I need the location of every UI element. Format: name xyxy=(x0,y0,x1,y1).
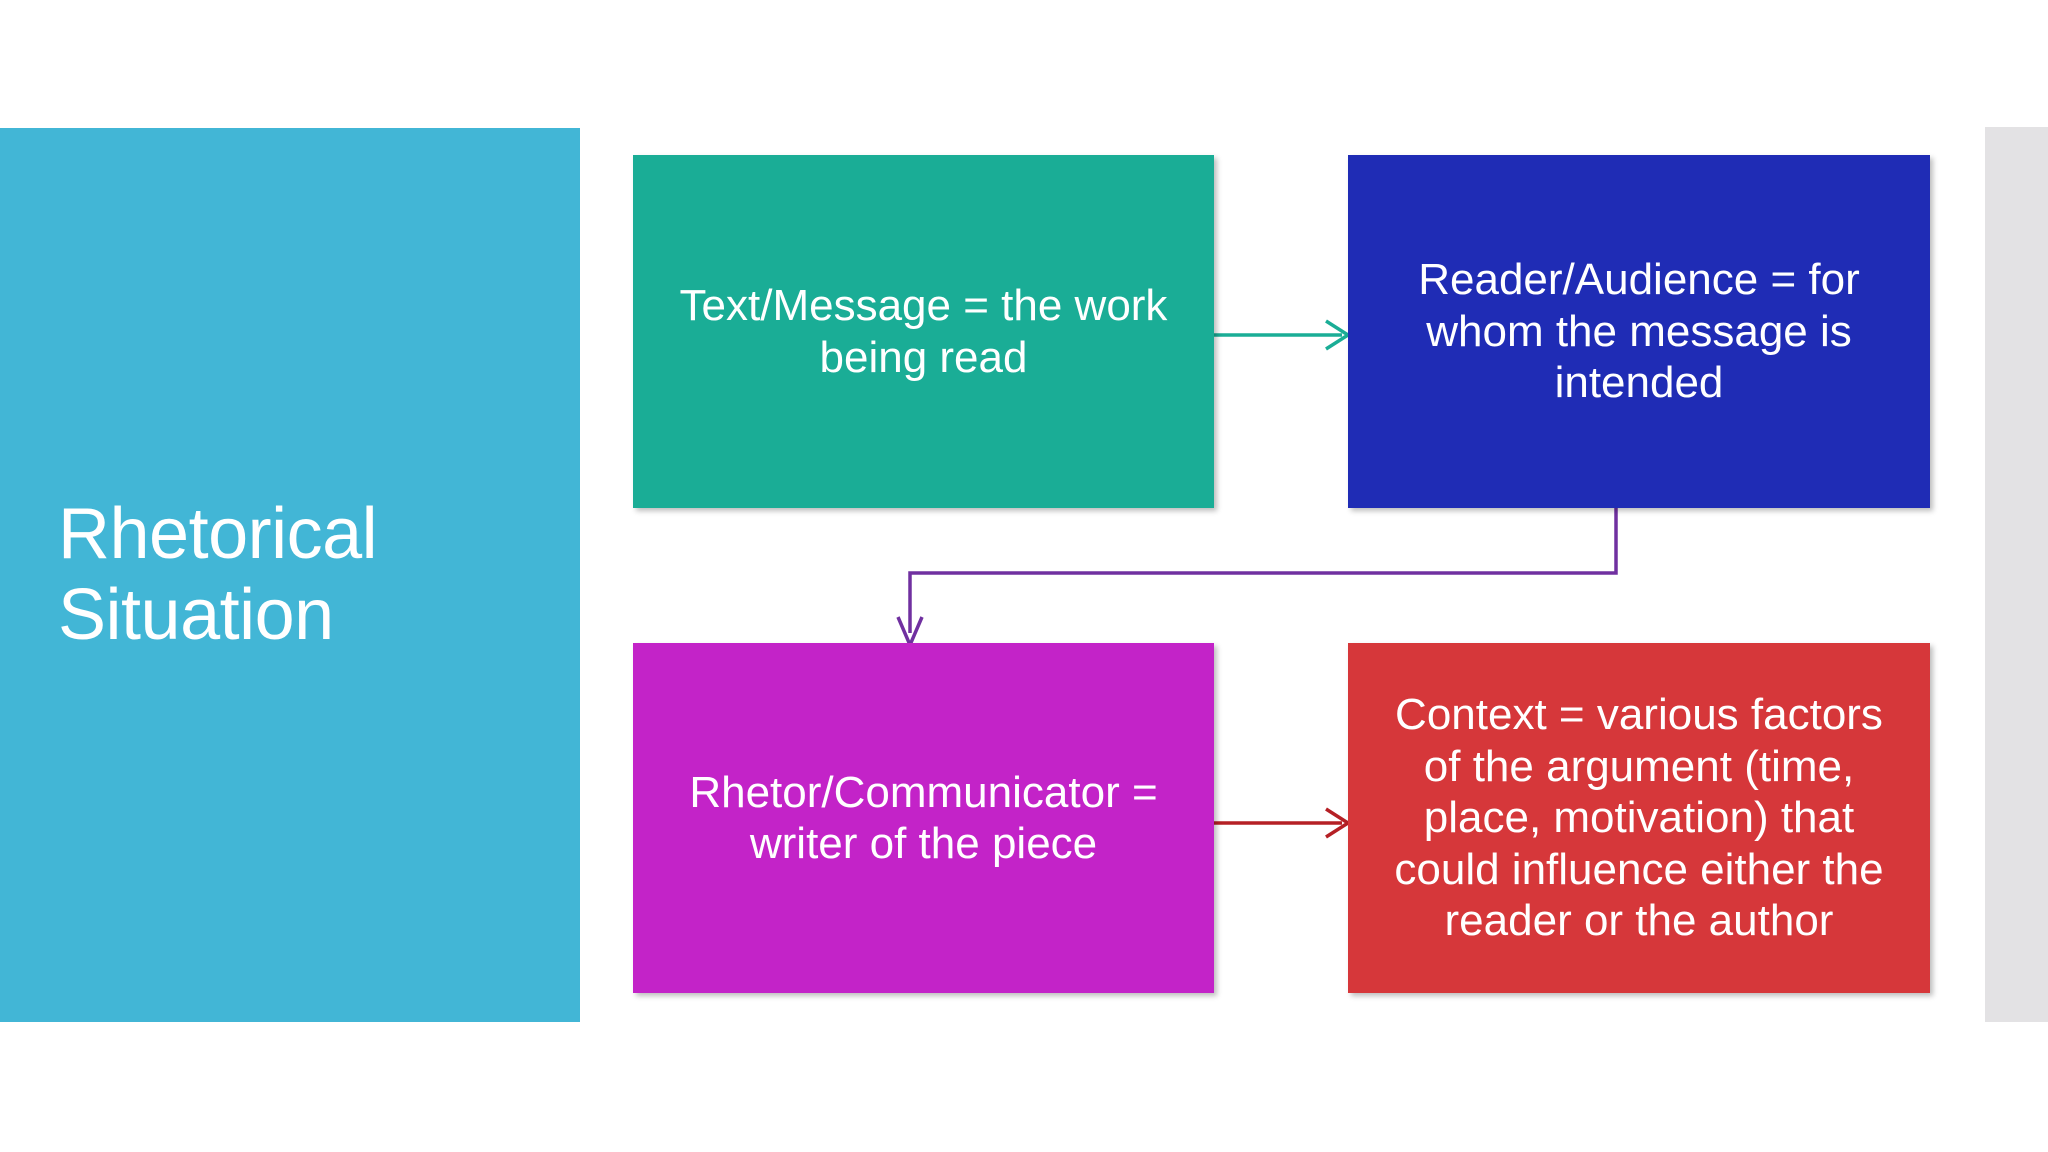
connector-text-to-reader xyxy=(1214,319,1352,351)
flow-box-text-message[interactable]: Text/Message = the work being read xyxy=(633,155,1214,508)
flow-box-label: Reader/Audience = for whom the message i… xyxy=(1418,255,1860,408)
flow-box-label: Context = various factors of the argumen… xyxy=(1394,690,1884,946)
flow-box-label: Text/Message = the work being read xyxy=(679,281,1168,382)
connector-rhetor-to-context xyxy=(1214,807,1352,839)
flow-box-reader-audience[interactable]: Reader/Audience = for whom the message i… xyxy=(1348,155,1930,508)
flow-box-label: Rhetor/Communicator = writer of the piec… xyxy=(689,767,1158,868)
flow-box-context[interactable]: Context = various factors of the argumen… xyxy=(1348,643,1930,993)
page-title: Rhetorical Situation xyxy=(58,494,378,655)
connector-line xyxy=(908,505,1618,633)
title-panel: Rhetorical Situation xyxy=(0,128,580,1022)
connector-reader-to-rhetor xyxy=(896,505,1618,650)
right-side-panel xyxy=(1985,127,2048,1022)
flow-box-rhetor-communicator[interactable]: Rhetor/Communicator = writer of the piec… xyxy=(633,643,1214,993)
